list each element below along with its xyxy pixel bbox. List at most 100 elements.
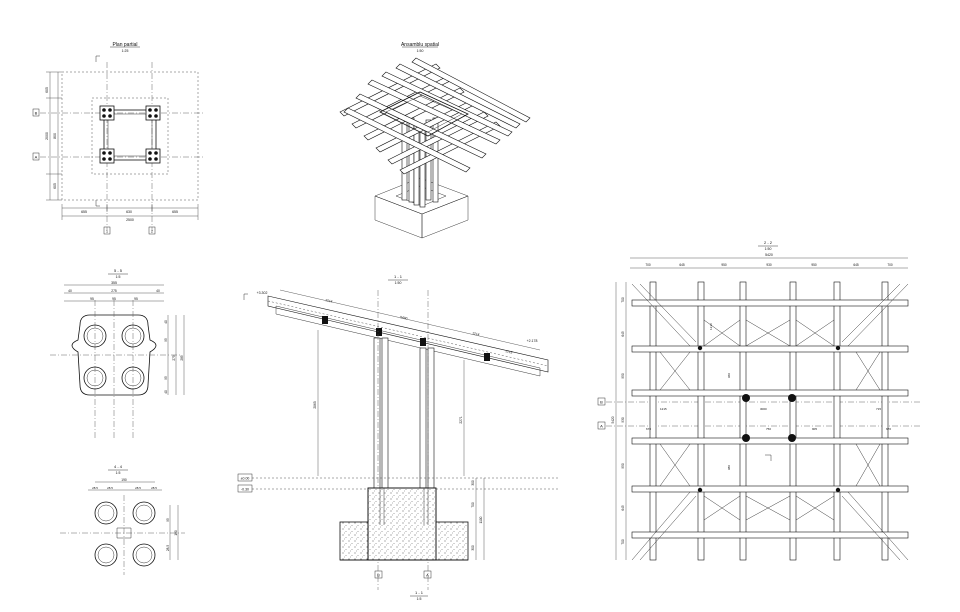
s44-side-1: 95: [166, 518, 170, 522]
elev-level-top-left: +3.302: [257, 291, 268, 295]
plan-partial-scale: 1:25: [122, 49, 129, 53]
s55-side-1: 40: [164, 320, 168, 324]
elev-found-1: 300: [471, 480, 475, 486]
s44-dim-4: 28.5: [135, 486, 141, 490]
section-55-scale: 1:5: [116, 275, 121, 279]
roof-inner-dim-6: 905: [812, 427, 817, 431]
section-44-title: 4 - 4: [114, 464, 123, 469]
roof-plan-scale: 1:50: [765, 247, 772, 251]
plan-dim-total: 2500: [126, 218, 134, 222]
elev-level-zero: ±0.00: [241, 477, 250, 481]
elevation-scale: 1:50: [395, 281, 402, 285]
elev-bottom-title: 1 - 1: [415, 590, 424, 595]
roof-dim-t1: 700: [645, 263, 651, 267]
roof-inner-dim-9: 980: [727, 465, 731, 470]
elev-height-right: 2271: [459, 416, 463, 424]
plan-dim-v1: 605: [45, 87, 49, 93]
s44-dim-190: 190: [121, 478, 127, 482]
elev-level-minus: -0.30: [241, 488, 249, 492]
elevation-view: 1 - 1 1:50 +3.302 +2.178 1214 5400 1214 …: [237, 274, 560, 601]
elev-dim-4: 1215: [505, 349, 513, 355]
roof-dim-t5: 950: [811, 263, 817, 267]
roof-dim-l2: 645: [621, 331, 625, 337]
section-4-4-view: 4 - 4 1:5 190 28.5 28.5 28.5 28.5 95 180…: [60, 464, 185, 575]
s55-side-6: 285: [180, 355, 184, 361]
roof-plan-title: 2 - 2: [764, 240, 773, 245]
s44-side-3: 28.5: [166, 545, 170, 551]
plan-dim-h3: 655: [172, 210, 178, 214]
plan-axis-a: A: [35, 155, 38, 160]
s55-dim-m1: 95: [90, 297, 94, 301]
elev-dim-2: 5400: [400, 315, 408, 321]
elev-found-3: 1100: [479, 516, 483, 523]
elev-axis-b: B: [377, 573, 380, 578]
roof-inner-dim-7: 670: [886, 427, 891, 431]
roof-dim-l3: 950: [621, 373, 625, 379]
plan-dim-v2: 2000: [45, 132, 49, 140]
roof-inner-dim-10: 1210: [709, 323, 713, 330]
axonometry-title: Ansamblu spatial: [401, 42, 439, 48]
plan-axis-b: B: [35, 111, 38, 116]
plan-axis-1: 1: [106, 229, 109, 234]
roof-dim-t3: 950: [721, 263, 727, 267]
s55-dim-mid: 275: [111, 289, 117, 293]
elev-level-top-right: +2.178: [527, 339, 538, 343]
axonometry-scale: 1:50: [417, 49, 424, 53]
s55-side-3: 275: [172, 355, 176, 361]
plan-partial-view: Plan partial 1:25 605: [32, 42, 205, 235]
elev-dim-3: 1214: [472, 331, 480, 337]
elev-axis-a: A: [426, 573, 429, 578]
plan-axis-2: 2: [151, 229, 154, 234]
roof-plan-view: 2 - 2 1:50 5420 700 645 950 930 950 645 …: [597, 240, 920, 561]
roof-dim-total: 5420: [765, 253, 773, 257]
elev-found-2: 700: [471, 502, 475, 508]
elevation-title: 1 - 1: [394, 274, 403, 279]
s44-side-2: 180: [174, 530, 178, 536]
s44-dim-5: 28.5: [151, 486, 157, 490]
section-55-title: 5 - 5: [114, 268, 123, 273]
elev-bottom-scale: 1:5: [417, 597, 422, 601]
plan-dim-h2: 630: [126, 210, 132, 214]
section-marker-icon: [95, 55, 100, 62]
elev-section-marker-icon: [243, 293, 248, 300]
roof-axis-a: A: [600, 424, 603, 429]
section-44-scale: 1:5: [116, 471, 121, 475]
section-5-5-view: 5 - 5 1:5 355 40 275 40 95 95 95: [50, 268, 185, 440]
roof-axis-b: B: [600, 400, 603, 405]
roof-inner-dim-4: 670: [646, 427, 651, 431]
roof-inner-dim-8: 960: [727, 373, 731, 378]
roof-dim-left-total: 5420: [611, 416, 615, 423]
plan-dim-v4: 605: [53, 183, 57, 189]
roof-inner-dim-3: 715: [876, 407, 881, 411]
elev-dim-1: 1214: [325, 298, 333, 304]
s55-side-5: 40: [164, 390, 168, 394]
roof-dim-l6: 645: [621, 505, 625, 511]
roof-dim-l5: 950: [621, 463, 625, 469]
elev-height-left: 2865: [313, 401, 317, 409]
roof-dim-t7: 700: [887, 263, 893, 267]
s55-dim-right: 40: [156, 289, 160, 293]
s55-dim-left: 40: [68, 289, 72, 293]
roof-dim-l7: 700: [621, 539, 625, 545]
roof-dim-l4: 930: [621, 417, 625, 423]
roof-inner-dim-1: 1215: [660, 407, 667, 411]
s55-side-4: 95: [164, 376, 168, 380]
plan-dim-h1: 655: [81, 210, 87, 214]
roof-dim-t6: 645: [853, 263, 859, 267]
s55-dim-top: 355: [111, 281, 117, 285]
elev-found-4: 300: [471, 545, 475, 551]
s44-dim-2: 28.5: [107, 486, 113, 490]
plan-partial-title: Plan partial: [112, 42, 137, 48]
roof-section-marker-icon: [765, 454, 772, 461]
roof-dim-t2: 645: [679, 263, 685, 267]
s55-dim-m3: 95: [134, 297, 138, 301]
s44-dim-1: 28.5: [92, 486, 98, 490]
s55-side-2: 95: [164, 338, 168, 342]
axonometric-view: Ansamblu spatial 1:50: [339, 42, 531, 239]
plan-dim-v3: 800: [53, 133, 57, 139]
roof-dim-l1: 700: [621, 297, 625, 303]
s55-dim-m2: 95: [112, 297, 116, 301]
roof-inner-dim-2: 3000: [760, 407, 767, 411]
